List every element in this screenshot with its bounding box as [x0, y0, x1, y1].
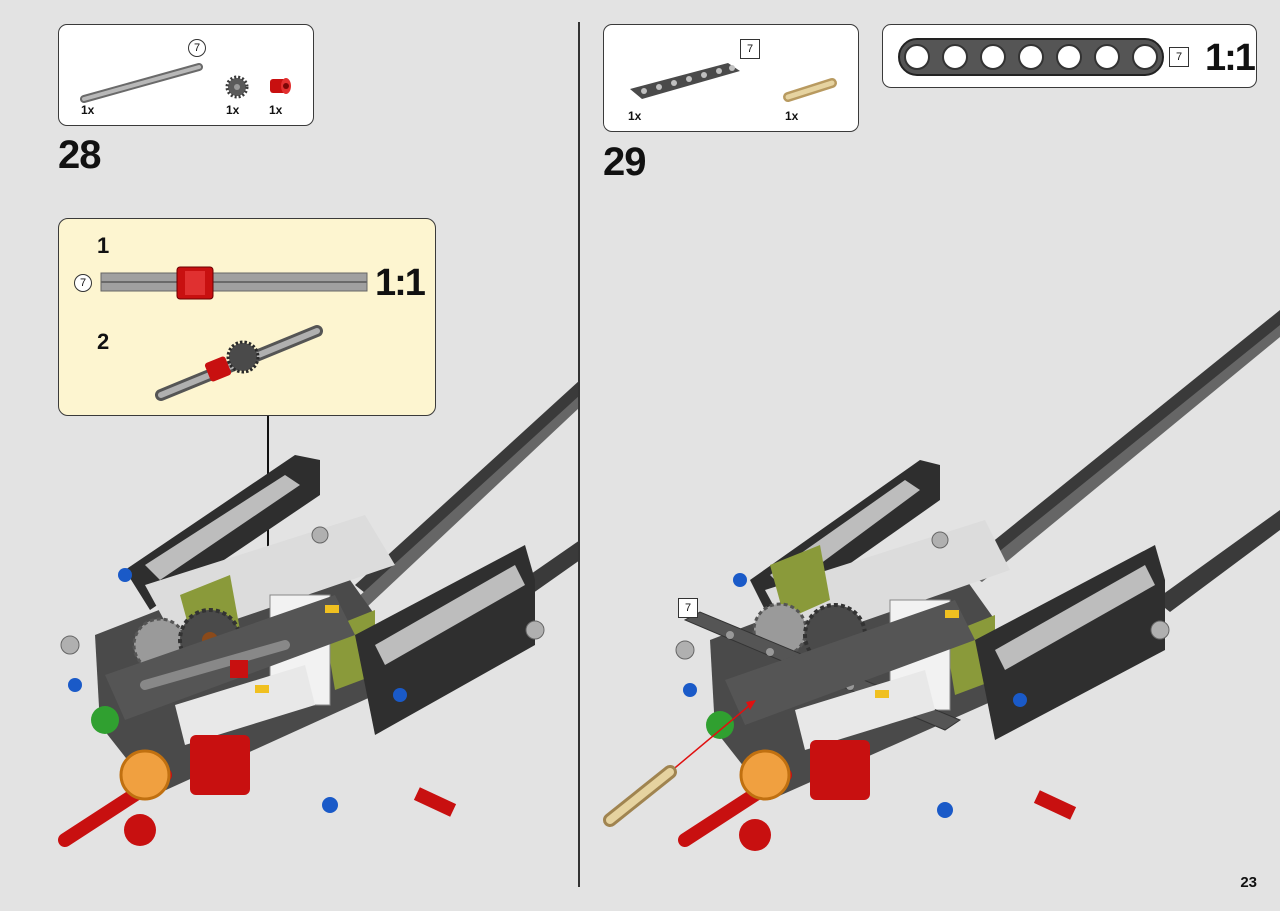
beam-7-icon	[630, 63, 740, 99]
step-number-28: 28	[58, 133, 101, 177]
step-29-scale-box: 7 1:1	[882, 24, 1257, 88]
scale-label: 1:1	[1205, 37, 1256, 79]
substep-1: 1	[97, 233, 110, 258]
scale-length-badge: 7	[1169, 47, 1189, 67]
part-qty: 1x	[628, 109, 642, 123]
axle-gear-assembly-icon	[155, 325, 323, 401]
step-29-model-illustration	[603, 310, 1280, 851]
beam-length-badge: 7	[740, 39, 760, 59]
part-qty: 1x	[81, 103, 95, 117]
step-28-callout: 1 7 1:1 2	[58, 218, 436, 416]
beam-7-scale-icon	[898, 38, 1164, 76]
model-beam-badge: 7	[678, 598, 698, 618]
page-divider	[578, 22, 580, 887]
substep-2: 2	[97, 329, 110, 354]
step-28-model-illustration	[58, 380, 580, 847]
step-29-parts-box: 7 1x 1x	[603, 24, 859, 132]
callout-length-badge: 7	[74, 274, 92, 292]
step-28-parts-box: 7 1x 1x 1x	[58, 24, 314, 126]
part-qty: 1x	[226, 103, 240, 117]
pin-tan-icon	[783, 78, 837, 102]
callout-scale-label: 1:1	[375, 262, 426, 304]
axle-with-bush-icon	[100, 266, 368, 300]
page-number: 23	[1240, 874, 1257, 891]
gear-small-icon	[225, 75, 249, 99]
part-qty: 1x	[785, 109, 799, 123]
axle-length-badge: 7	[188, 39, 206, 57]
bush-red-icon	[270, 78, 291, 94]
axle-7-icon	[80, 63, 203, 103]
part-qty: 1x	[269, 103, 283, 117]
step-number-29: 29	[603, 140, 646, 184]
